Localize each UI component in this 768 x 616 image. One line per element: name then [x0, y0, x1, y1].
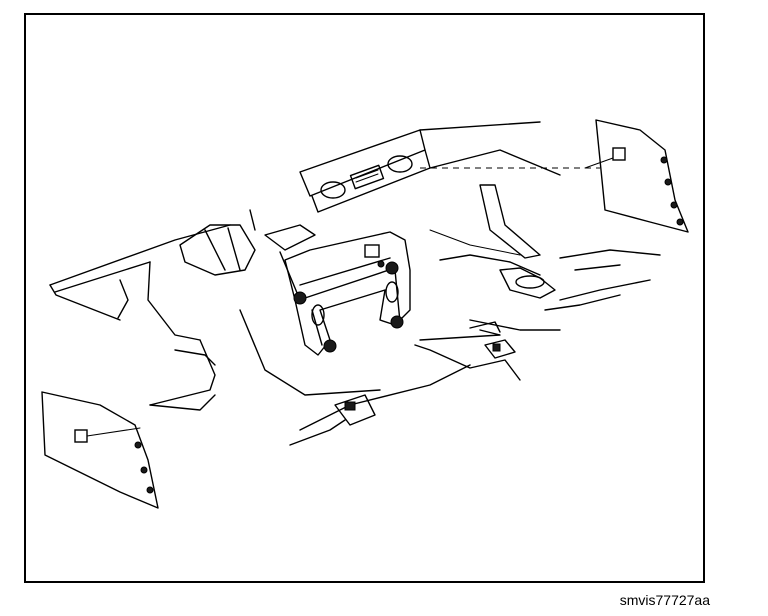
- left-trim-panel: [41, 391, 159, 509]
- floor-pan: [49, 184, 661, 446]
- figure-caption: smvis77727aa: [619, 592, 710, 608]
- illustration-frame: [24, 13, 705, 583]
- floor-clips: [334, 339, 516, 426]
- instrument-panel: [299, 121, 600, 213]
- right-trim-panel: [584, 119, 689, 233]
- center-bracket: [284, 231, 411, 356]
- shifter-boot: [179, 209, 316, 301]
